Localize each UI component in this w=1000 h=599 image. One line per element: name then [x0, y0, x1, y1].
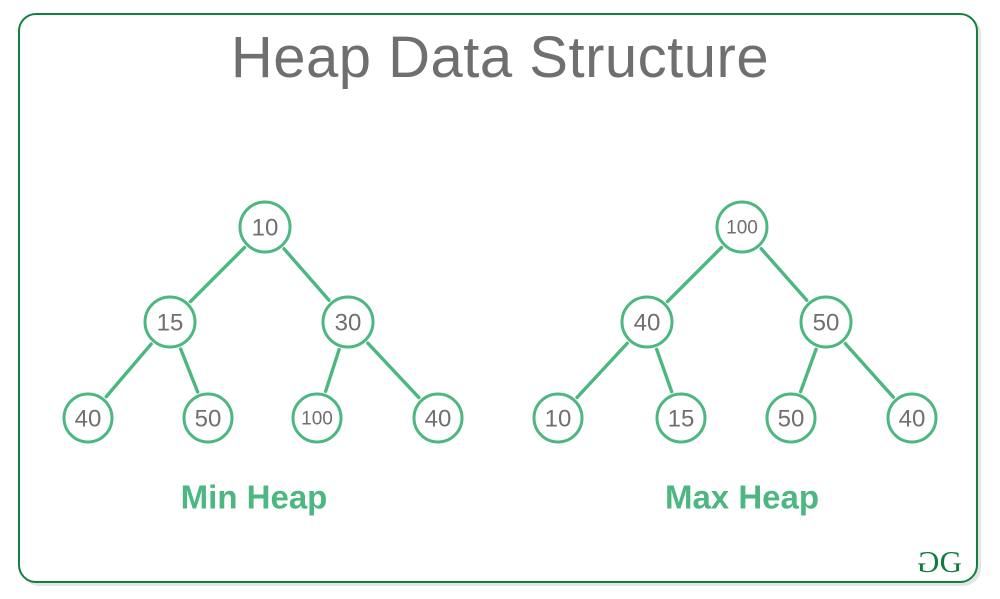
geeksforgeeks-logo: GG	[917, 544, 962, 579]
tree-node[interactable]: 10	[532, 392, 584, 444]
node-circle	[655, 392, 707, 444]
node-value-label: 50	[195, 406, 222, 433]
tree-edge	[323, 347, 341, 394]
node-circle	[620, 295, 674, 349]
tree-node[interactable]: 50	[765, 392, 817, 444]
tree-edge	[366, 341, 421, 400]
node-circle	[291, 392, 343, 444]
tree-node[interactable]: 50	[182, 392, 234, 444]
node-value-label: 100	[726, 218, 758, 239]
node-circle	[238, 200, 292, 254]
logo-left-glyph-icon: G	[917, 544, 940, 579]
node-circle	[799, 295, 853, 349]
node-circle	[62, 392, 114, 444]
tree-node[interactable]: 100	[291, 392, 343, 444]
node-value-label: 40	[899, 406, 926, 433]
node-value-label: 30	[335, 310, 362, 337]
tree-node[interactable]: 40	[62, 392, 114, 444]
heap-caption: Min Heap	[181, 479, 328, 516]
node-circle	[321, 295, 375, 349]
node-value-label: 15	[668, 406, 695, 433]
node-circle	[182, 392, 234, 444]
tree-edge	[104, 342, 153, 399]
tree-node[interactable]: 40	[412, 392, 464, 444]
tree-node[interactable]: 15	[655, 392, 707, 444]
node-value-label: 15	[157, 310, 184, 337]
node-value-label: 40	[425, 406, 452, 433]
tree-node[interactable]: 15	[143, 295, 197, 349]
tree-node[interactable]: 40	[886, 392, 938, 444]
tree-node[interactable]: 100	[715, 200, 769, 254]
node-circle	[765, 392, 817, 444]
node-value-label: 40	[75, 406, 102, 433]
tree-node[interactable]: 30	[321, 295, 375, 349]
tree-edge	[178, 347, 200, 394]
tree-node[interactable]: 50	[799, 295, 853, 349]
node-circle	[715, 200, 769, 254]
node-circle	[143, 295, 197, 349]
logo-right-glyph-icon: G	[939, 544, 962, 579]
tree-edge	[188, 245, 247, 304]
tree-edge	[282, 247, 331, 302]
node-circle	[886, 392, 938, 444]
tree-edge	[575, 341, 629, 400]
tree-edge	[654, 347, 674, 394]
node-value-label: 40	[634, 310, 661, 337]
tree-edge	[759, 247, 809, 302]
node-value-label: 100	[301, 409, 333, 430]
node-value-label: 10	[545, 406, 572, 433]
tree-node[interactable]: 10	[238, 200, 292, 254]
page-title: Heap Data Structure	[230, 25, 770, 90]
captions-layer: Min Heap Max Heap	[181, 479, 819, 516]
heap-caption: Max Heap	[665, 479, 819, 516]
tree-edge	[798, 347, 818, 394]
node-circle	[532, 392, 584, 444]
node-value-label: 50	[778, 406, 805, 433]
nodes-layer: 10 15 30 40 50 100 40 100 40 50 10 15 50 40	[62, 200, 938, 444]
node-circle	[412, 392, 464, 444]
node-value-label: 50	[813, 310, 840, 337]
tree-node[interactable]: 40	[620, 295, 674, 349]
edges-layer	[104, 245, 896, 400]
node-value-label: 10	[252, 215, 279, 242]
tree-edge	[843, 341, 896, 399]
tree-edge	[665, 245, 724, 304]
